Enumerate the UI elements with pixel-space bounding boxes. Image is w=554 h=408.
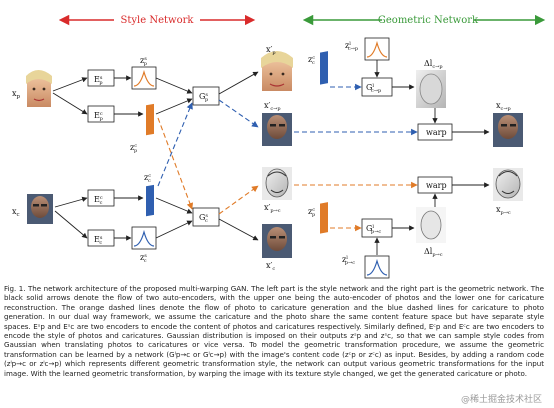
label-x-prime-c: x′c (266, 261, 275, 272)
output-caricature-face (493, 168, 523, 201)
arrows-blue-dashed (157, 83, 418, 187)
gaussian-photo-style (131, 66, 157, 90)
content-code-photo-geo-bar (320, 202, 328, 234)
photo-to-caricature-face (262, 167, 292, 200)
label-delta-pc: Δlp→c (424, 247, 443, 258)
reconstructed-caricature-face (262, 224, 292, 258)
caricature-input-face (27, 194, 53, 224)
content-code-photo-bar (146, 103, 154, 136)
style-network-header: Style Network (58, 13, 256, 27)
geometric-network-title: Geometric Network (378, 15, 479, 26)
gaussian-geo-pc (364, 255, 390, 279)
gaussian-geo-cp (364, 37, 390, 61)
label-x-cp: xc→p (496, 101, 511, 112)
warp-field-bottom-image (416, 207, 446, 243)
photo-input-face (26, 70, 52, 107)
content-code-caricature-bar (146, 184, 154, 217)
architecture-figure: Style Network Geometric Network (12, 13, 546, 279)
label-x-prime-pc: x′p→c (264, 203, 281, 214)
label-x-p: xp (12, 89, 21, 100)
watermark: @稀土掘金技术社区 (460, 395, 542, 405)
label-x-prime-cp: x′c→p (264, 101, 281, 112)
label-x-c: xc (12, 207, 20, 218)
label-delta-cp: Δlc→p (424, 59, 443, 70)
generator-photo-box (192, 86, 220, 106)
arrows-black (52, 60, 490, 255)
geometric-network-header: Geometric Network (302, 13, 546, 27)
content-code-caricature-geo-bar (320, 51, 328, 85)
gaussian-caricature-style (131, 226, 157, 250)
label-x-pc: xp→c (496, 205, 511, 216)
reconstructed-photo-face (261, 51, 293, 91)
label-x-prime-p: x′p (266, 45, 276, 56)
warp-top-label: warp (426, 128, 447, 137)
generator-caricature-box (192, 207, 220, 227)
warp-bottom-label: warp (426, 181, 447, 190)
caricature-to-photo-face (262, 113, 292, 146)
style-network-title: Style Network (121, 15, 195, 26)
figure-caption: Fig. 1. The network architecture of the … (4, 284, 544, 378)
arrows-orange-dashed (157, 117, 418, 232)
warp-field-top-image (416, 70, 446, 108)
output-photo-face (493, 113, 523, 147)
